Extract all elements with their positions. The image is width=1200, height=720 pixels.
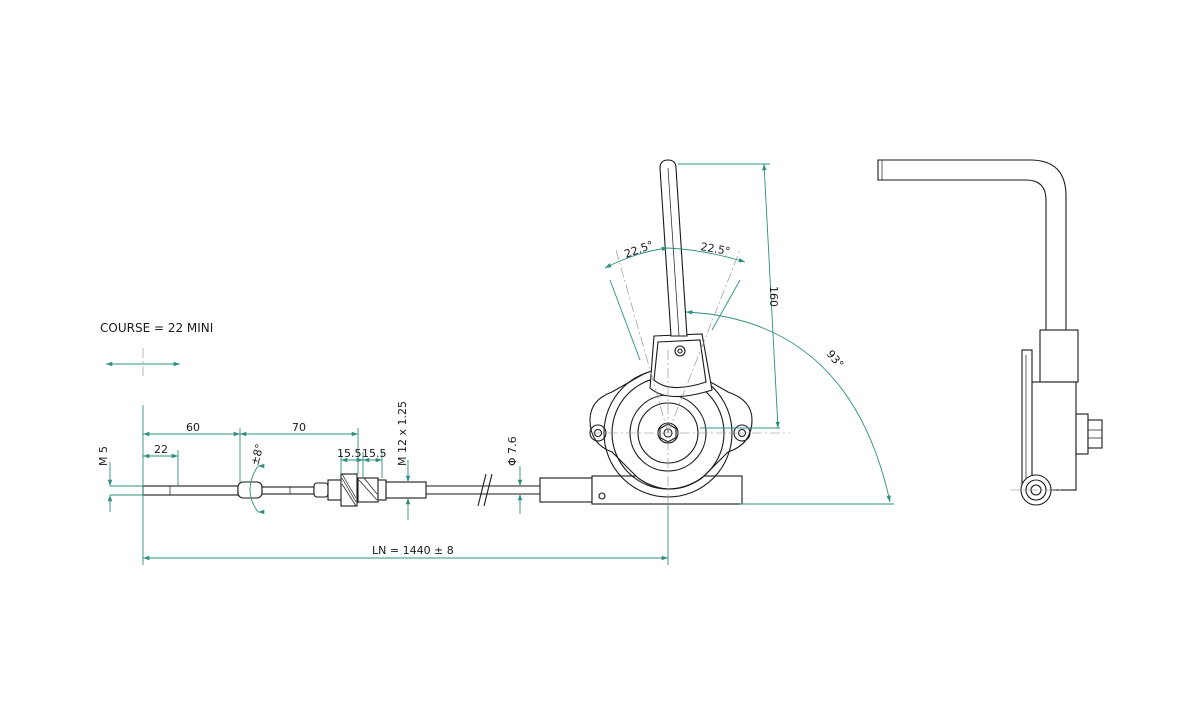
dim-22: 22 (154, 443, 168, 456)
course-label: COURSE = 22 MINI (100, 321, 213, 335)
control-head-side (877, 159, 1103, 506)
dim-15-5-b: 15.5 (362, 447, 387, 460)
control-head-front (589, 159, 790, 510)
dim-diameter: Φ 7.6 (506, 436, 519, 466)
dim-m5: M 5 (97, 446, 110, 466)
dim-70: 70 (292, 421, 306, 434)
course-note: COURSE = 22 MINI (100, 321, 213, 378)
dim-angle-93: 93° (824, 348, 846, 371)
dim-thread: M 12 x 1.25 (396, 401, 409, 466)
dim-angle-22-5-left: 22.5° (623, 238, 656, 260)
dim-angle-22-5-right: 22.5° (699, 240, 731, 258)
dim-height-160: 160 (767, 286, 780, 307)
dim-ln: LN = 1440 ± 8 (372, 544, 454, 557)
dim-angle-8: ±8° (248, 442, 266, 466)
dimensions: 60 70 22 M 5 ±8° 15.5 15.5 M 12 x 1.25 (97, 163, 894, 565)
thread-hatching (341, 473, 378, 507)
dim-15-5-a: 15.5 (337, 447, 362, 460)
dim-60: 60 (186, 421, 200, 434)
